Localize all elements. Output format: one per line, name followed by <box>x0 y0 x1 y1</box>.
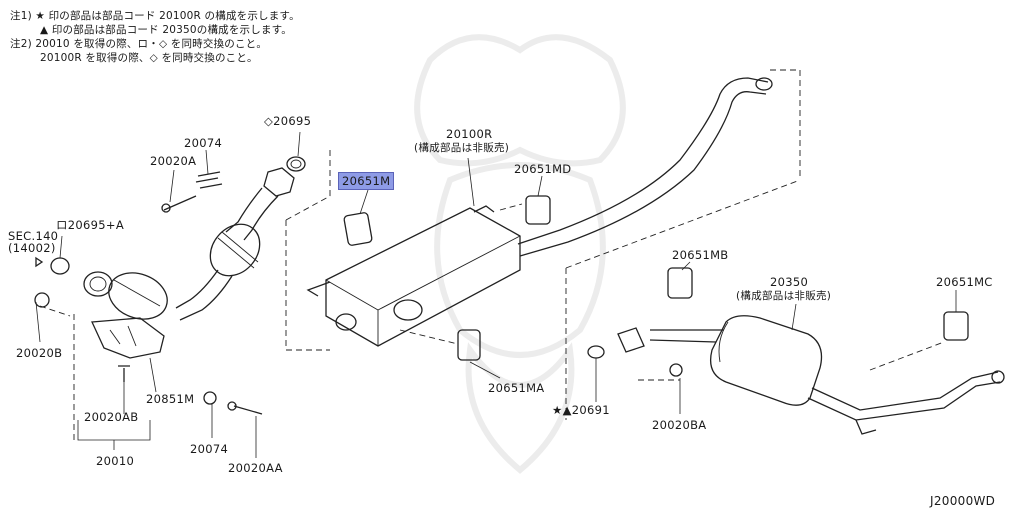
part-label-20074-bottom[interactable]: 20074 <box>190 442 229 456</box>
note-1b: ▲ 印の部品は部品コード 20350の構成を示します。 <box>40 24 293 36</box>
part-label-20651MC[interactable]: 20651MC <box>936 275 993 289</box>
note-1: 注1) ★ 印の部品は部品コード 20100R の構成を示します。 <box>10 10 300 22</box>
part-label-20020B[interactable]: 20020B <box>16 346 63 360</box>
dashed-boxes <box>39 69 945 440</box>
heat-shield <box>91 317 165 359</box>
tail-pipe <box>517 77 773 257</box>
part-label-20851M[interactable]: 20851M <box>146 392 195 406</box>
part-label-20100R[interactable]: 20100R <box>446 127 493 141</box>
watermark-emblem <box>414 34 626 474</box>
part-label-20651M[interactable]: 20651M <box>338 172 395 190</box>
note-2: 注2) 20010 を取得の際、ロ・◇ を同時交換のこと。 <box>10 38 268 50</box>
part-label-20695[interactable]: ◇20695 <box>264 114 312 128</box>
fasteners <box>34 156 306 415</box>
part-label-20651MA[interactable]: 20651MA <box>488 381 545 395</box>
front-pipe-catalyst <box>83 167 295 321</box>
note-2b: 20100R を取得の際、◇ を同時交換のこと。 <box>40 52 258 64</box>
center-muffler <box>306 205 521 347</box>
part-label-20020A[interactable]: 20020A <box>150 154 197 168</box>
sec-140-code: (14002) <box>8 241 56 255</box>
rear-muffler <box>587 315 1005 435</box>
leader-lines <box>35 131 957 458</box>
part-label-20350[interactable]: 20350 <box>770 275 809 289</box>
part-label-20651MD[interactable]: 20651MD <box>514 162 572 176</box>
part-label-20691[interactable]: ★▲20691 <box>552 403 610 417</box>
part-label-20020AA[interactable]: 20020AA <box>228 461 283 475</box>
part-label-20074-top[interactable]: 20074 <box>184 136 223 150</box>
part-label-20020AB[interactable]: 20020AB <box>84 410 139 424</box>
part-label-20020BA[interactable]: 20020BA <box>652 418 707 432</box>
part-label-20695A[interactable]: ロ20695+A <box>56 218 124 232</box>
part-20100R-note: (構成部品は非販売) <box>414 142 510 154</box>
part-20350-note: (構成部品は非販売) <box>736 290 832 302</box>
part-label-20010[interactable]: 20010 <box>96 454 135 468</box>
highlighted-part: 20651M <box>338 172 395 190</box>
diagram-id: J20000WD <box>930 494 996 508</box>
sec-140-label[interactable]: SEC.140 <box>8 229 59 243</box>
part-label-20651MB[interactable]: 20651MB <box>672 248 729 262</box>
